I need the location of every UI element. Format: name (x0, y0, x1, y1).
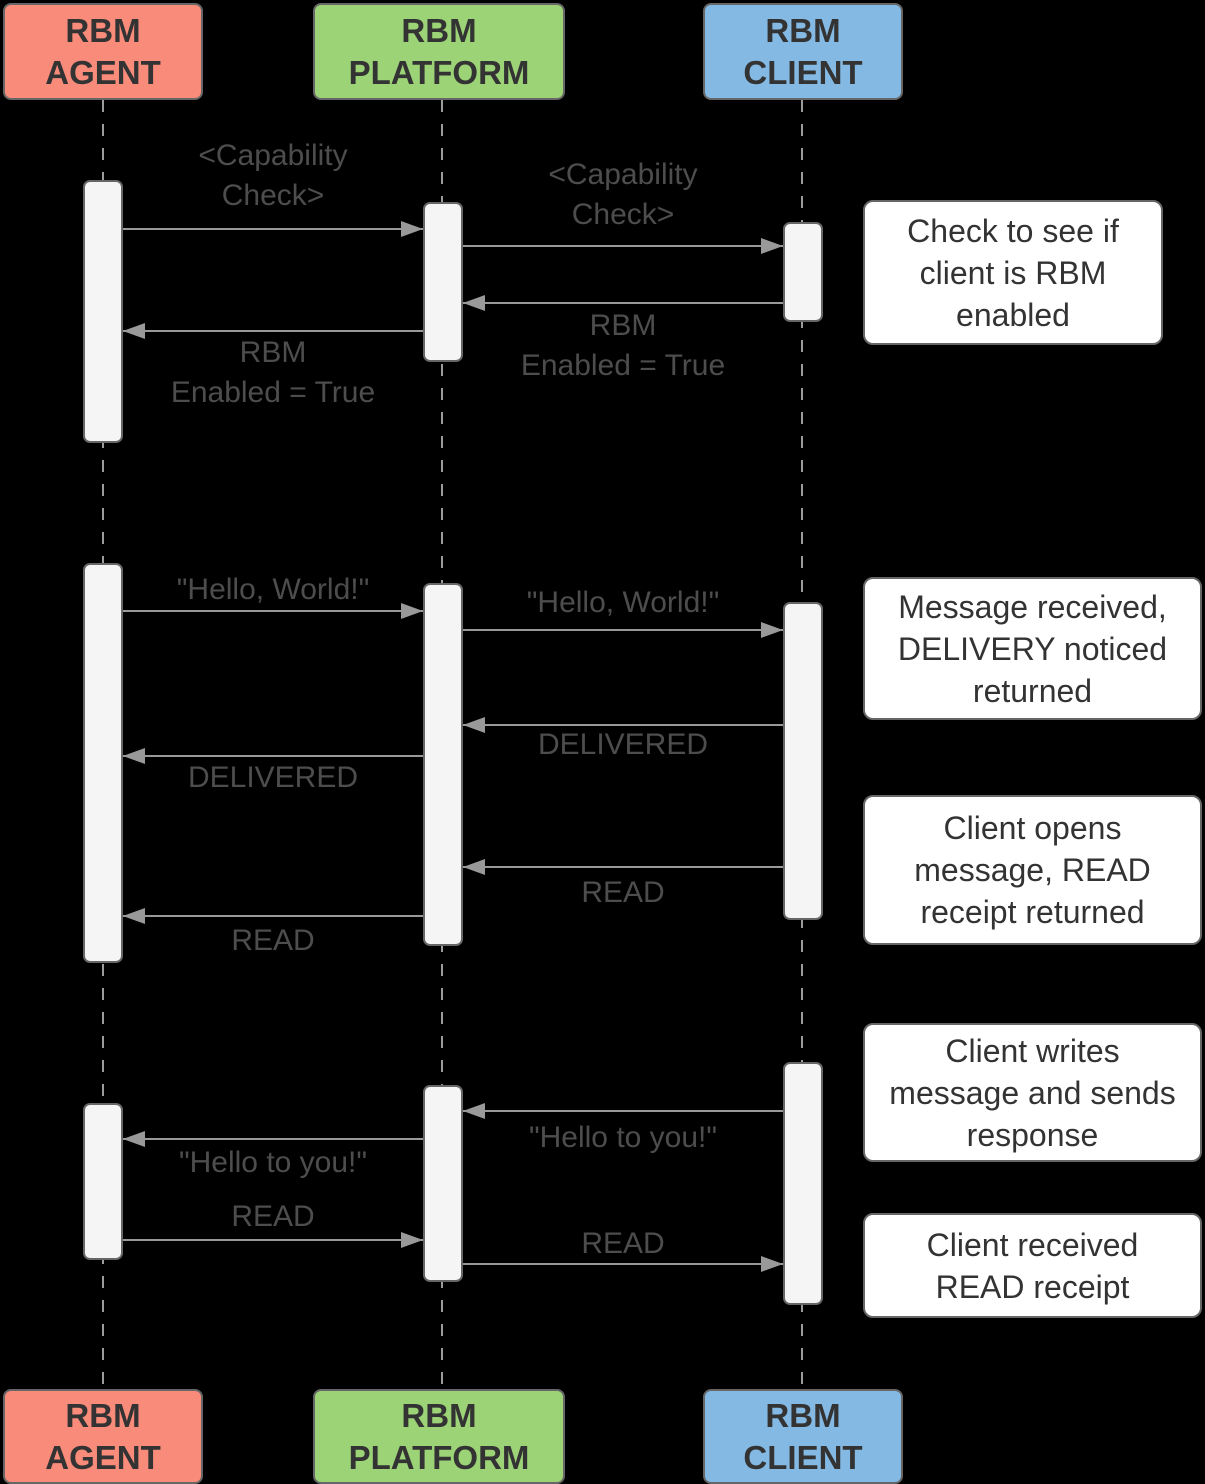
actor-box-rbm-platform-bottom: RBM PLATFORM (313, 1389, 565, 1484)
activation-bar-client-2 (783, 602, 823, 920)
note-client-writes-message: Client writes message and sends response (863, 1023, 1202, 1162)
actor-label-line: AGENT (45, 1438, 161, 1476)
message-label-hello-world-right: "Hello, World!" (526, 586, 720, 619)
actor-label-line: PLATFORM (348, 1438, 530, 1476)
message-label-rbm-enabled-left: RBM Enabled = True (170, 336, 376, 409)
arrow-delivered-platform-to-agent (123, 748, 423, 764)
message-label-hello-to-you-right: "Hello to you!" (528, 1121, 718, 1154)
actor-box-rbm-client-bottom: RBM CLIENT (703, 1389, 903, 1484)
actor-box-rbm-client-top: RBM CLIENT (703, 3, 903, 100)
message-label-hello-to-you-left: "Hello to you!" (178, 1146, 368, 1179)
activation-bar-agent-3 (83, 1103, 123, 1260)
note-client-opens-message: Client opens message, READ receipt retur… (863, 795, 1202, 945)
arrow-capability-check-agent-to-platform (123, 221, 423, 237)
activation-bar-client-3 (783, 1062, 823, 1305)
arrow-read-platform-to-client (463, 1256, 783, 1272)
actor-label-line: RBM (65, 1396, 141, 1434)
actor-label-line: CLIENT (743, 53, 863, 91)
actor-label-line: AGENT (45, 53, 161, 91)
message-label-read-right-bottom: READ (581, 1227, 665, 1260)
arrow-read-client-to-platform (463, 859, 783, 875)
actor-label-line: RBM (401, 1396, 477, 1434)
arrow-hello-world-platform-to-client (463, 622, 783, 638)
arrow-rbm-enabled-client-to-platform (463, 295, 783, 311)
activation-bar-agent-1 (83, 180, 123, 443)
arrow-read-agent-to-platform (123, 1232, 423, 1248)
message-label-rbm-enabled-right: RBM Enabled = True (520, 309, 726, 382)
actor-box-rbm-platform-top: RBM PLATFORM (313, 3, 565, 100)
arrow-hello-world-agent-to-platform (123, 603, 423, 619)
note-client-received-read: Client received READ receipt (863, 1213, 1202, 1318)
actor-label-line: RBM (65, 11, 141, 49)
activation-bar-platform-3 (423, 1085, 463, 1282)
arrow-delivered-client-to-platform (463, 717, 783, 733)
activation-bar-platform-1 (423, 202, 463, 362)
actor-label-line: RBM (401, 11, 477, 49)
activation-bar-agent-2 (83, 563, 123, 963)
arrow-read-platform-to-agent (123, 908, 423, 924)
message-label-read-left-bottom: READ (231, 1200, 315, 1233)
message-label-read-right-mid: READ (581, 876, 665, 909)
actor-label-line: PLATFORM (348, 53, 530, 91)
actor-label-line: CLIENT (743, 1438, 863, 1476)
message-label-delivered-left: DELIVERED (187, 761, 359, 794)
arrow-capability-check-platform-to-client (463, 238, 783, 254)
message-label-capability-check-left: <Capability Check> (198, 139, 348, 212)
actor-box-rbm-agent-bottom: RBM AGENT (3, 1389, 203, 1484)
message-label-hello-world-left: "Hello, World!" (176, 573, 370, 606)
activation-bar-platform-2 (423, 583, 463, 946)
arrow-hello-to-you-client-to-platform (463, 1103, 783, 1119)
activation-bar-client-1 (783, 222, 823, 322)
message-label-delivered-right: DELIVERED (537, 728, 709, 761)
actor-label-line: RBM (765, 11, 841, 49)
arrow-rbm-enabled-platform-to-agent (123, 323, 423, 339)
note-message-received: Message received, DELIVERY noticed retur… (863, 577, 1202, 720)
actor-box-rbm-agent-top: RBM AGENT (3, 3, 203, 100)
note-capability-check: Check to see if client is RBM enabled (863, 200, 1163, 345)
arrow-hello-to-you-platform-to-agent (123, 1131, 423, 1147)
message-label-read-left-mid: READ (231, 924, 315, 957)
message-label-capability-check-right: <Capability Check> (548, 158, 698, 231)
actor-label-line: RBM (765, 1396, 841, 1434)
